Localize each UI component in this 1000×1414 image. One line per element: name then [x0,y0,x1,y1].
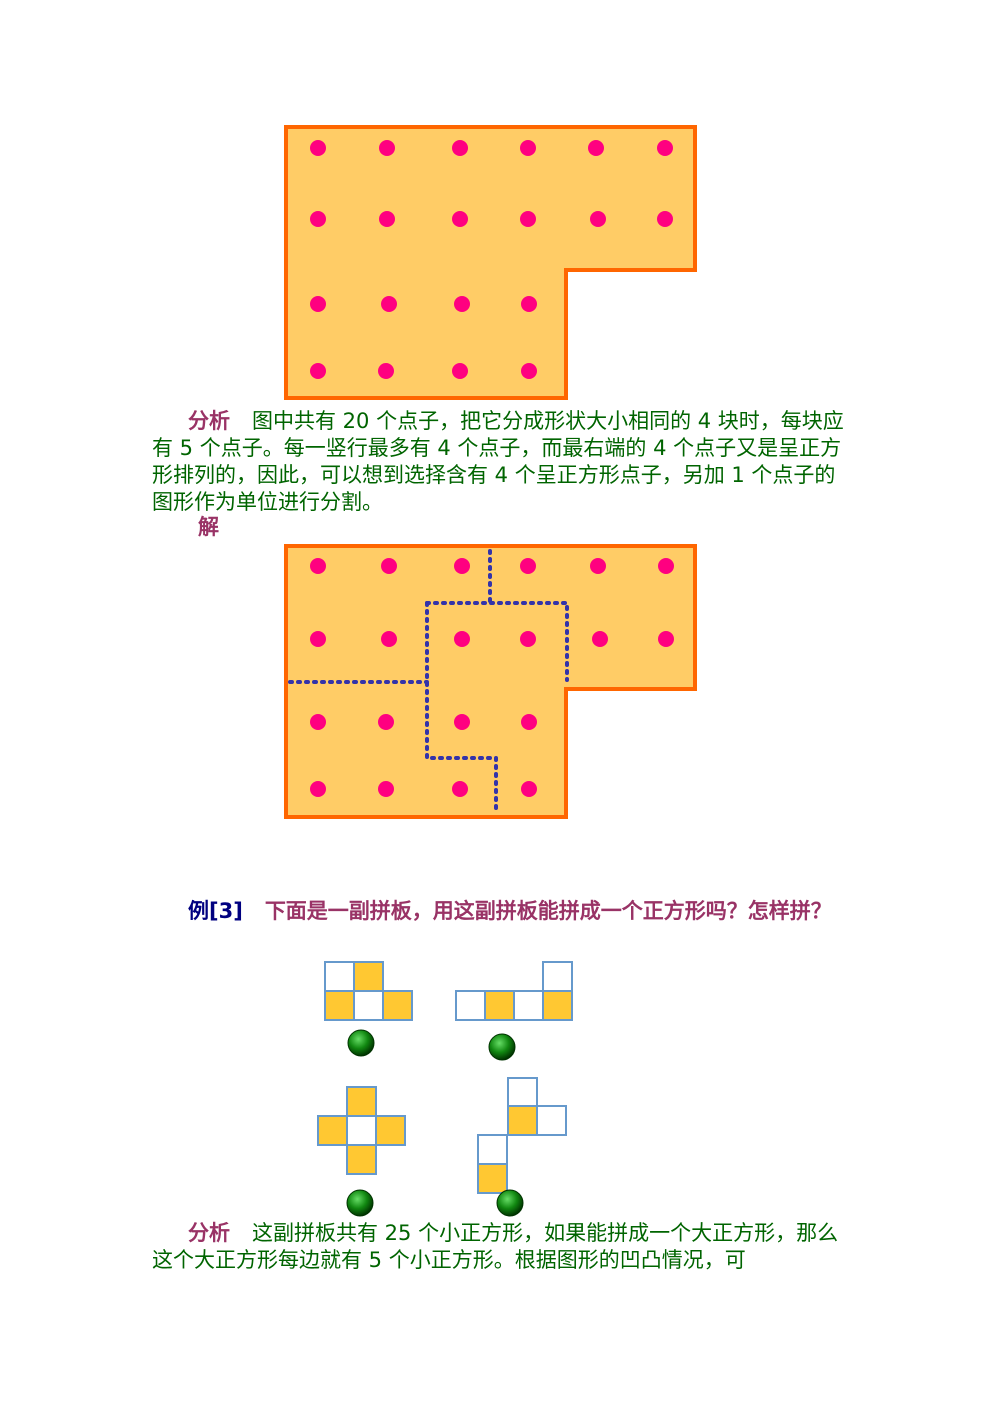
tile-empty [477,1134,508,1165]
dot [590,211,606,227]
analysis-text: 图中共有 20 个点子，把它分成形状大小相同的 4 块时，每块应有 5 个点子。… [152,409,844,514]
piece-marker-ball [346,1189,374,1217]
tile-filled [324,990,355,1021]
piece-marker-ball [496,1189,524,1217]
dot [657,211,673,227]
dot-grid [310,558,674,797]
dot-grid [310,140,673,379]
tile-filled [542,990,573,1021]
example-heading: 例[3] 下面是一副拼板，用这副拼板能拼成一个正方形吗？怎样拼？ [152,893,852,930]
dot [381,558,397,574]
dot [381,631,397,647]
example-question: 下面是一副拼板，用这副拼板能拼成一个正方形吗？怎样拼？ [264,899,832,923]
dot [658,631,674,647]
tile-empty [542,961,573,992]
piece-marker-ball [347,1029,375,1057]
cut-line-inner [425,601,498,812]
dot [310,140,326,156]
dot [452,211,468,227]
dot [310,781,326,797]
dot [378,363,394,379]
analysis-paragraph-2: 分析这副拼板共有 25 个小正方形，如果能拼成一个大正方形，那么这个大正方形每边… [152,1220,852,1274]
dot [310,211,326,227]
cut-lines [288,549,569,812]
dot [454,296,470,312]
example-number: 例[3] [188,899,243,923]
dot [310,558,326,574]
dot [521,363,537,379]
tile-empty [507,1077,538,1108]
dot [520,631,536,647]
dot [310,363,326,379]
solution-label: 解 [198,515,219,539]
dot [454,631,470,647]
dot [452,140,468,156]
analysis-label: 分析 [188,1221,230,1245]
tile-filled [375,1115,406,1146]
dot [520,211,536,227]
dot [520,140,536,156]
tile-filled [484,990,515,1021]
tile-empty [455,990,486,1021]
dot [521,714,537,730]
puzzle-piece-5 [477,1077,567,1217]
dot [310,296,326,312]
cut-line-center [425,601,569,682]
dot [520,558,536,574]
tile-empty [346,1115,377,1146]
dot-board-figure [284,125,697,400]
tile-filled [507,1105,538,1136]
puzzle-piece-1 [324,961,413,1057]
dot [452,363,468,379]
dot [378,714,394,730]
l-shaped-board [284,125,697,400]
tile-filled [317,1115,348,1146]
tile-empty [536,1105,567,1136]
dot [310,714,326,730]
tile-filled [477,1163,508,1194]
l-shaped-board [284,544,697,819]
tile-empty [513,990,544,1021]
analysis-label: 分析 [188,409,230,433]
tile-filled [353,961,384,992]
analysis-text: 这副拼板共有 25 个小正方形，如果能拼成一个大正方形，那么这个大正方形每边就有… [152,1221,839,1272]
dot [454,558,470,574]
piece-marker-ball [488,1033,516,1061]
dot [592,631,608,647]
dot [521,781,537,797]
dot [521,296,537,312]
dot [379,211,395,227]
dot [379,140,395,156]
dot-board-solution-figure [284,544,697,819]
tile-filled [382,990,413,1021]
dot [658,558,674,574]
puzzle-piece-2 [455,961,573,1061]
dot [454,714,470,730]
tile-empty [324,961,355,992]
analysis-paragraph-1: 分析图中共有 20 个点子，把它分成形状大小相同的 4 块时，每块应有 5 个点… [152,408,852,516]
dot [588,140,604,156]
dot [657,140,673,156]
tile-filled [346,1144,377,1175]
puzzle-piece-4 [317,1086,406,1217]
tile-filled [346,1086,377,1117]
puzzle-pieces-figure [317,961,573,1217]
dot [452,781,468,797]
dot [381,296,397,312]
dot [590,558,606,574]
tile-empty [353,990,384,1021]
dot [378,781,394,797]
dot [310,631,326,647]
